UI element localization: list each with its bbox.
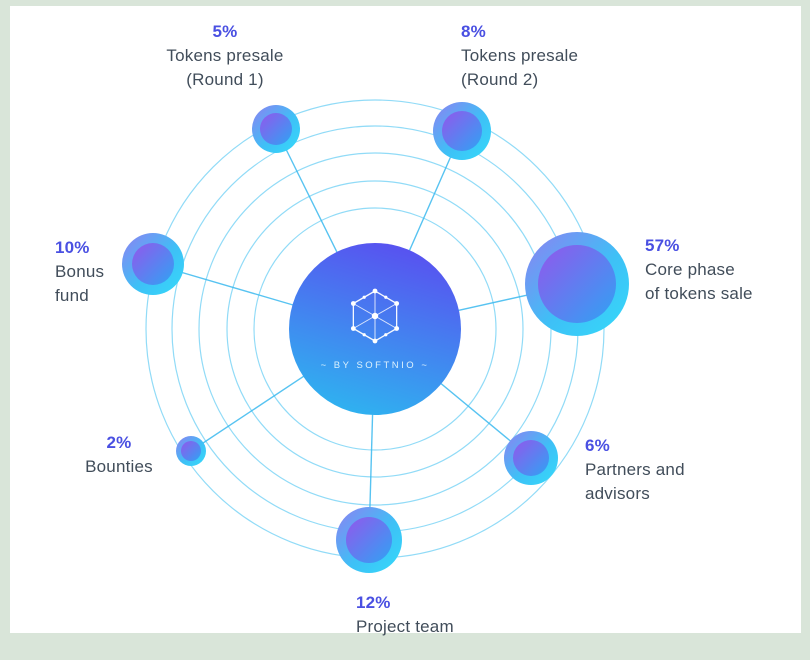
node-description: Tokens presale [461, 46, 579, 65]
bubble-bonus-fund [122, 233, 184, 295]
pct-value: 12% [356, 593, 391, 612]
label-tokens-presale-round-1: 5% Tokens presale (Round 1) [150, 20, 300, 92]
label-bonus-fund: 10% Bonus fund [55, 236, 104, 308]
bubble-core-phase [525, 232, 629, 336]
pct-value: 5% [212, 22, 238, 41]
label-project-team: 12% Project team [356, 591, 454, 639]
softnio-logo-icon [350, 288, 400, 344]
bubble-inner [442, 111, 482, 151]
node-description: of tokens sale [645, 284, 753, 303]
bubble-inner [538, 245, 616, 323]
bubble-tokens-presale-round-2 [433, 102, 491, 160]
node-description: Partners and [585, 460, 685, 479]
center-hub: ~ BY SOFTNIO ~ [289, 243, 461, 415]
bubble-tokens-presale-round-1 [252, 105, 300, 153]
bubble-bounties [176, 436, 206, 466]
label-bounties: 2% Bounties [76, 431, 162, 479]
bubble-project-team [336, 507, 402, 573]
pct-value: 2% [106, 433, 132, 452]
bubble-inner [260, 113, 292, 145]
pct-value: 57% [645, 236, 680, 255]
node-description: (Round 1) [186, 70, 264, 89]
bubble-inner [513, 440, 549, 476]
node-description: Bonus [55, 262, 105, 281]
bubble-partners-and-advisors [504, 431, 558, 485]
label-tokens-presale-round-2: 8% Tokens presale (Round 2) [461, 20, 578, 92]
label-core-phase: 57% Core phase of tokens sale [645, 234, 753, 306]
pct-value: 8% [461, 22, 486, 41]
orbit-ring [226, 180, 524, 478]
label-partners-and-advisors: 6% Partners and advisors [585, 434, 685, 506]
bubble-inner [132, 243, 174, 285]
node-description: advisors [585, 484, 650, 503]
node-description: Project team [356, 617, 454, 636]
node-description: Bounties [85, 457, 153, 476]
node-description: fund [55, 286, 89, 305]
node-description: Tokens presale [166, 46, 284, 65]
node-description: (Round 2) [461, 70, 539, 89]
pct-value: 6% [585, 436, 610, 455]
node-description: Core phase [645, 260, 735, 279]
bubble-inner [346, 517, 392, 563]
pct-value: 10% [55, 238, 90, 257]
center-caption: ~ BY SOFTNIO ~ [321, 360, 430, 371]
orbit-ring [253, 207, 497, 451]
bubble-inner [181, 441, 201, 461]
